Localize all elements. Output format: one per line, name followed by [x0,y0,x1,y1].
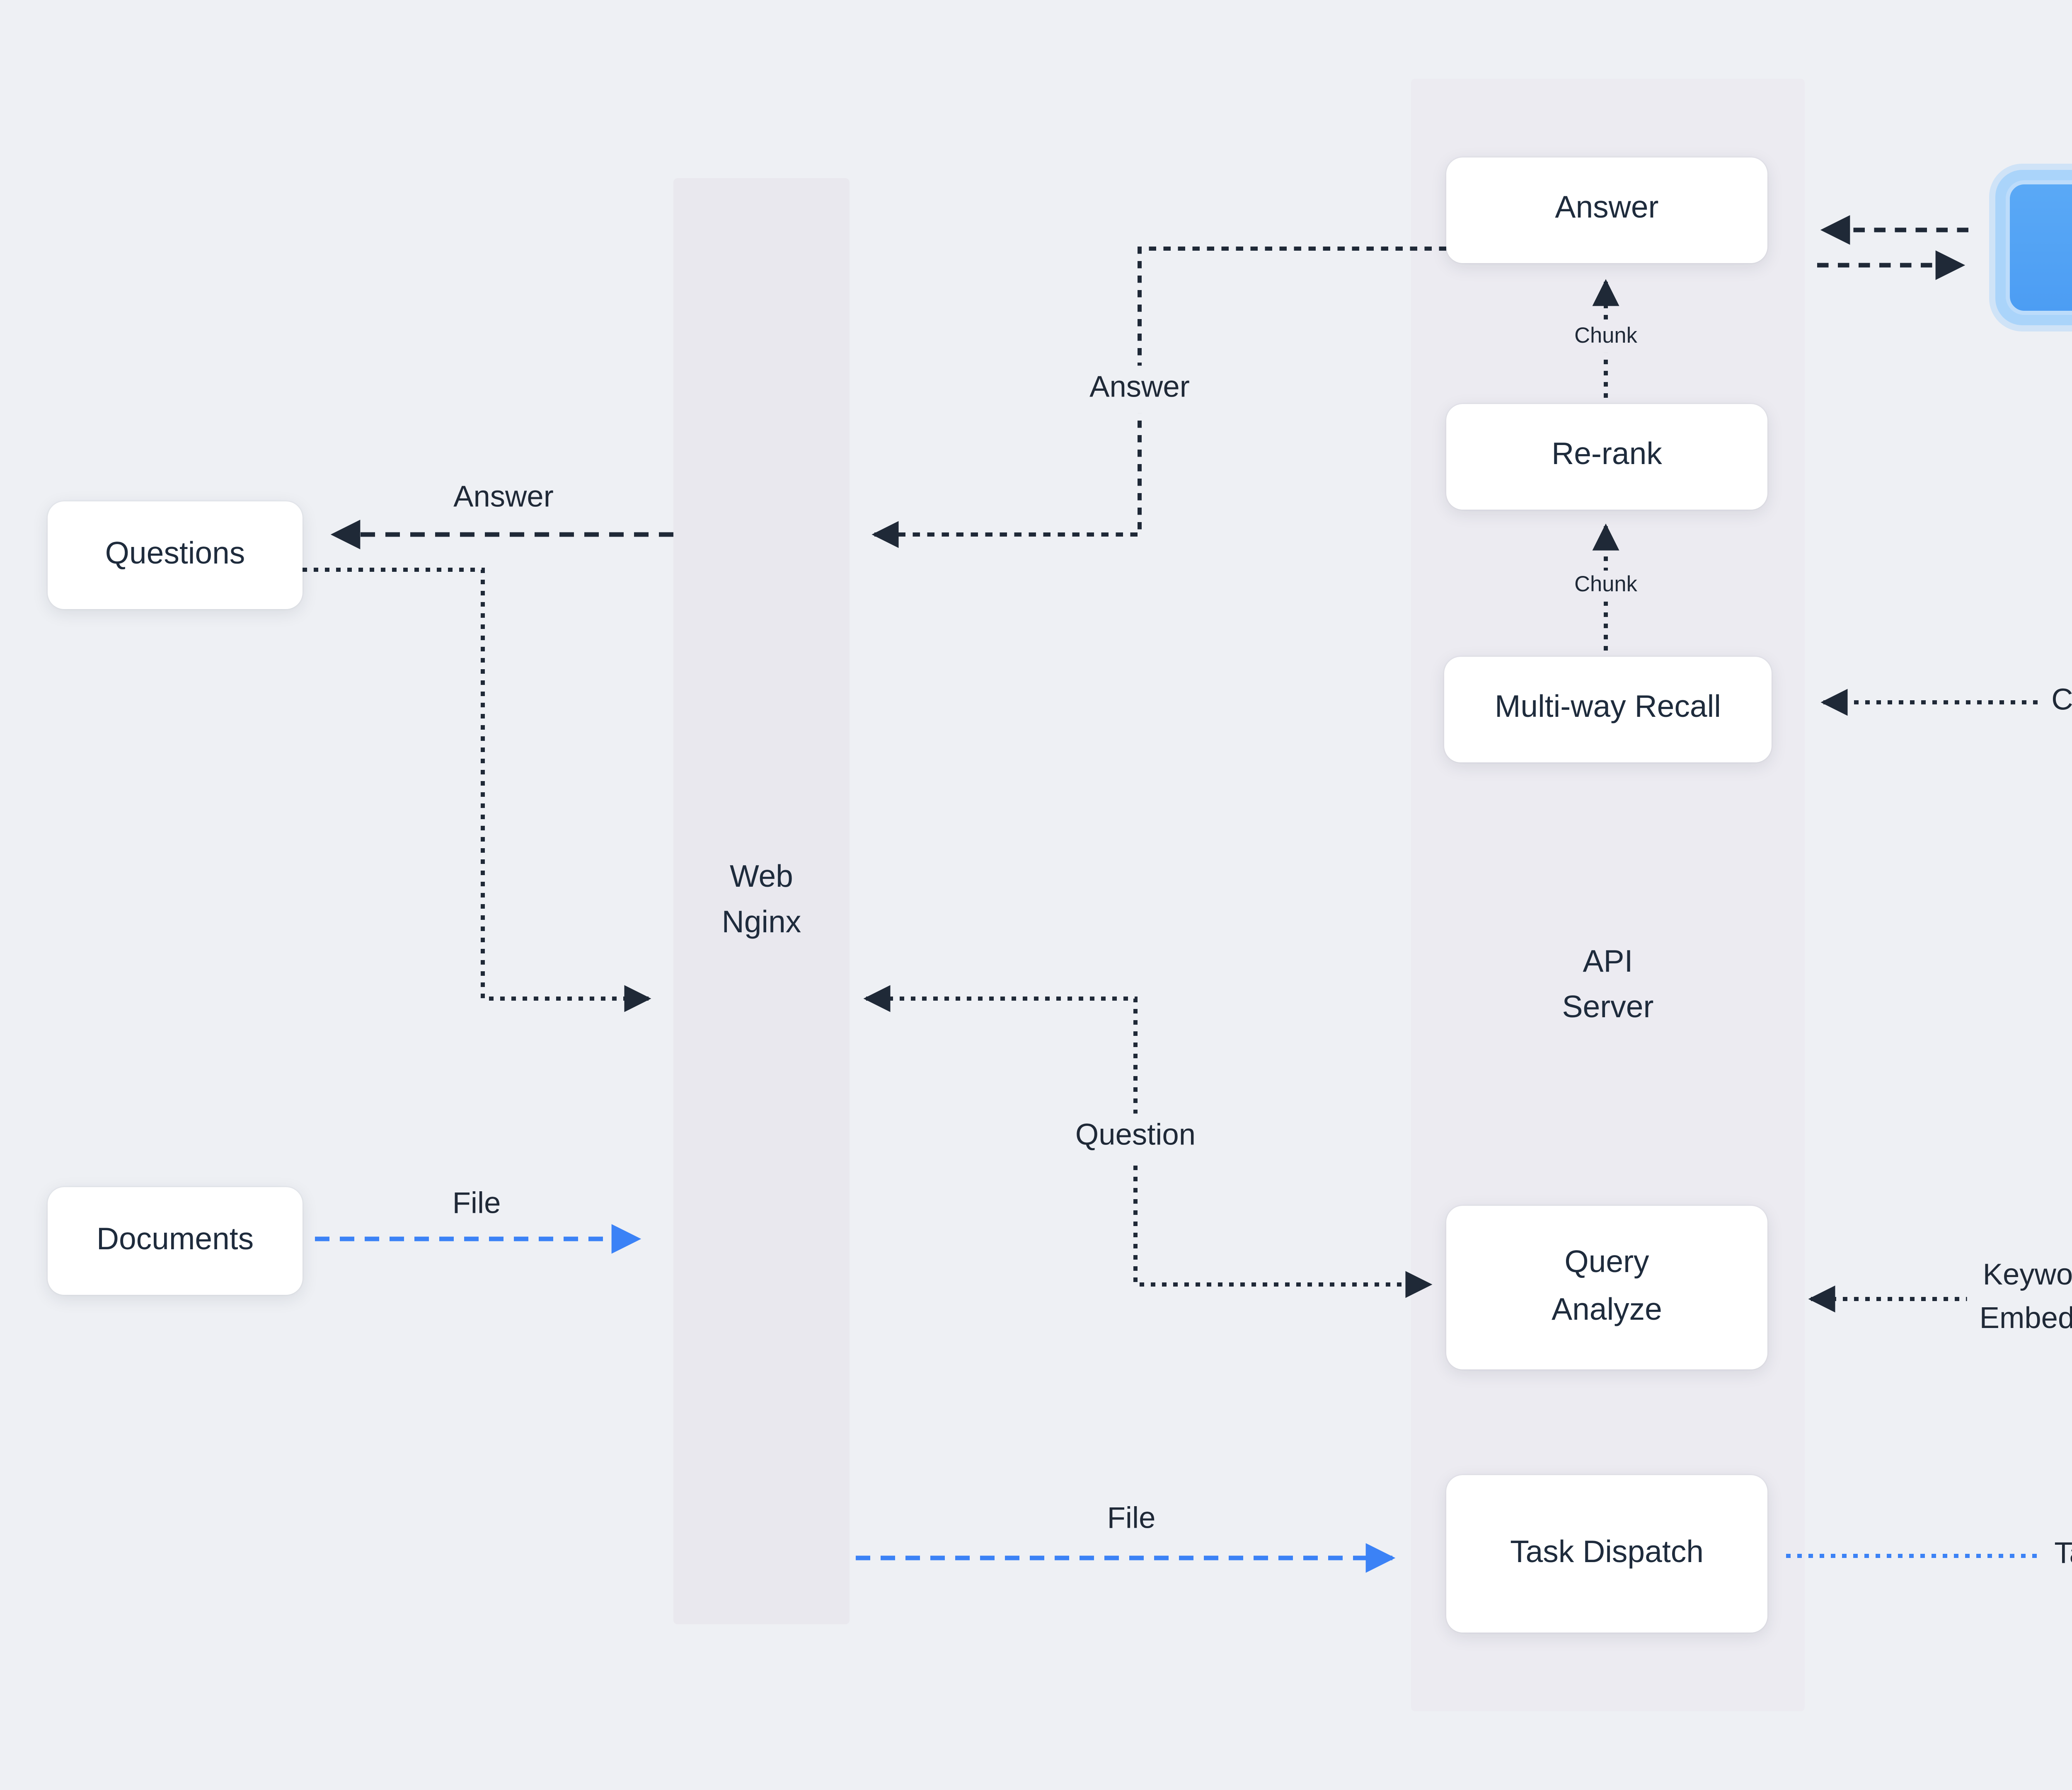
rerank-node: Re-rank [1446,404,1767,510]
arrow-dispatch-tasks-to-db [1786,1554,2072,1558]
edge-label-question: Question [1063,1113,1208,1161]
questions-node: Questions [48,501,303,609]
task-dispatch-node: Task Dispatch [1446,1475,1767,1633]
llms-label: LLMs [2006,180,2072,315]
edge-label-file-documents: File [452,1188,501,1222]
multiway-recall-node: Multi-way Recall [1444,657,1772,762]
llms-node: LLMs [1995,170,2072,325]
edge-label-answer-top: Answer [453,481,554,515]
edge-label-chunk-db: Chunk [2039,678,2072,726]
query-analyze-node: Query Analyze [1446,1206,1767,1369]
answer-node: Answer [1446,157,1767,263]
arrow-db-to-recall-chunk [1820,689,2072,716]
web-nginx-panel [673,178,850,1624]
edge-label-chunk-rerank: Chunk [1566,322,1646,354]
arrow-nginx-query-bidirectional [863,985,1433,1298]
api-server-label: API Server [1562,943,1654,1026]
web-nginx-label: Web Nginx [721,859,801,941]
edge-label-answer-mid: Answer [1077,365,1202,414]
edge-label-file-nginx: File [1107,1503,1156,1536]
edge-label-tasks: Tasks [2042,1532,2072,1580]
arrow-questions-to-nginx [303,568,651,1012]
edge-label-keyword-embedding: Keyword & Embedding [1967,1253,2072,1345]
documents-node: Documents [48,1187,303,1295]
edge-label-chunk-recall: Chunk [1566,570,1646,602]
